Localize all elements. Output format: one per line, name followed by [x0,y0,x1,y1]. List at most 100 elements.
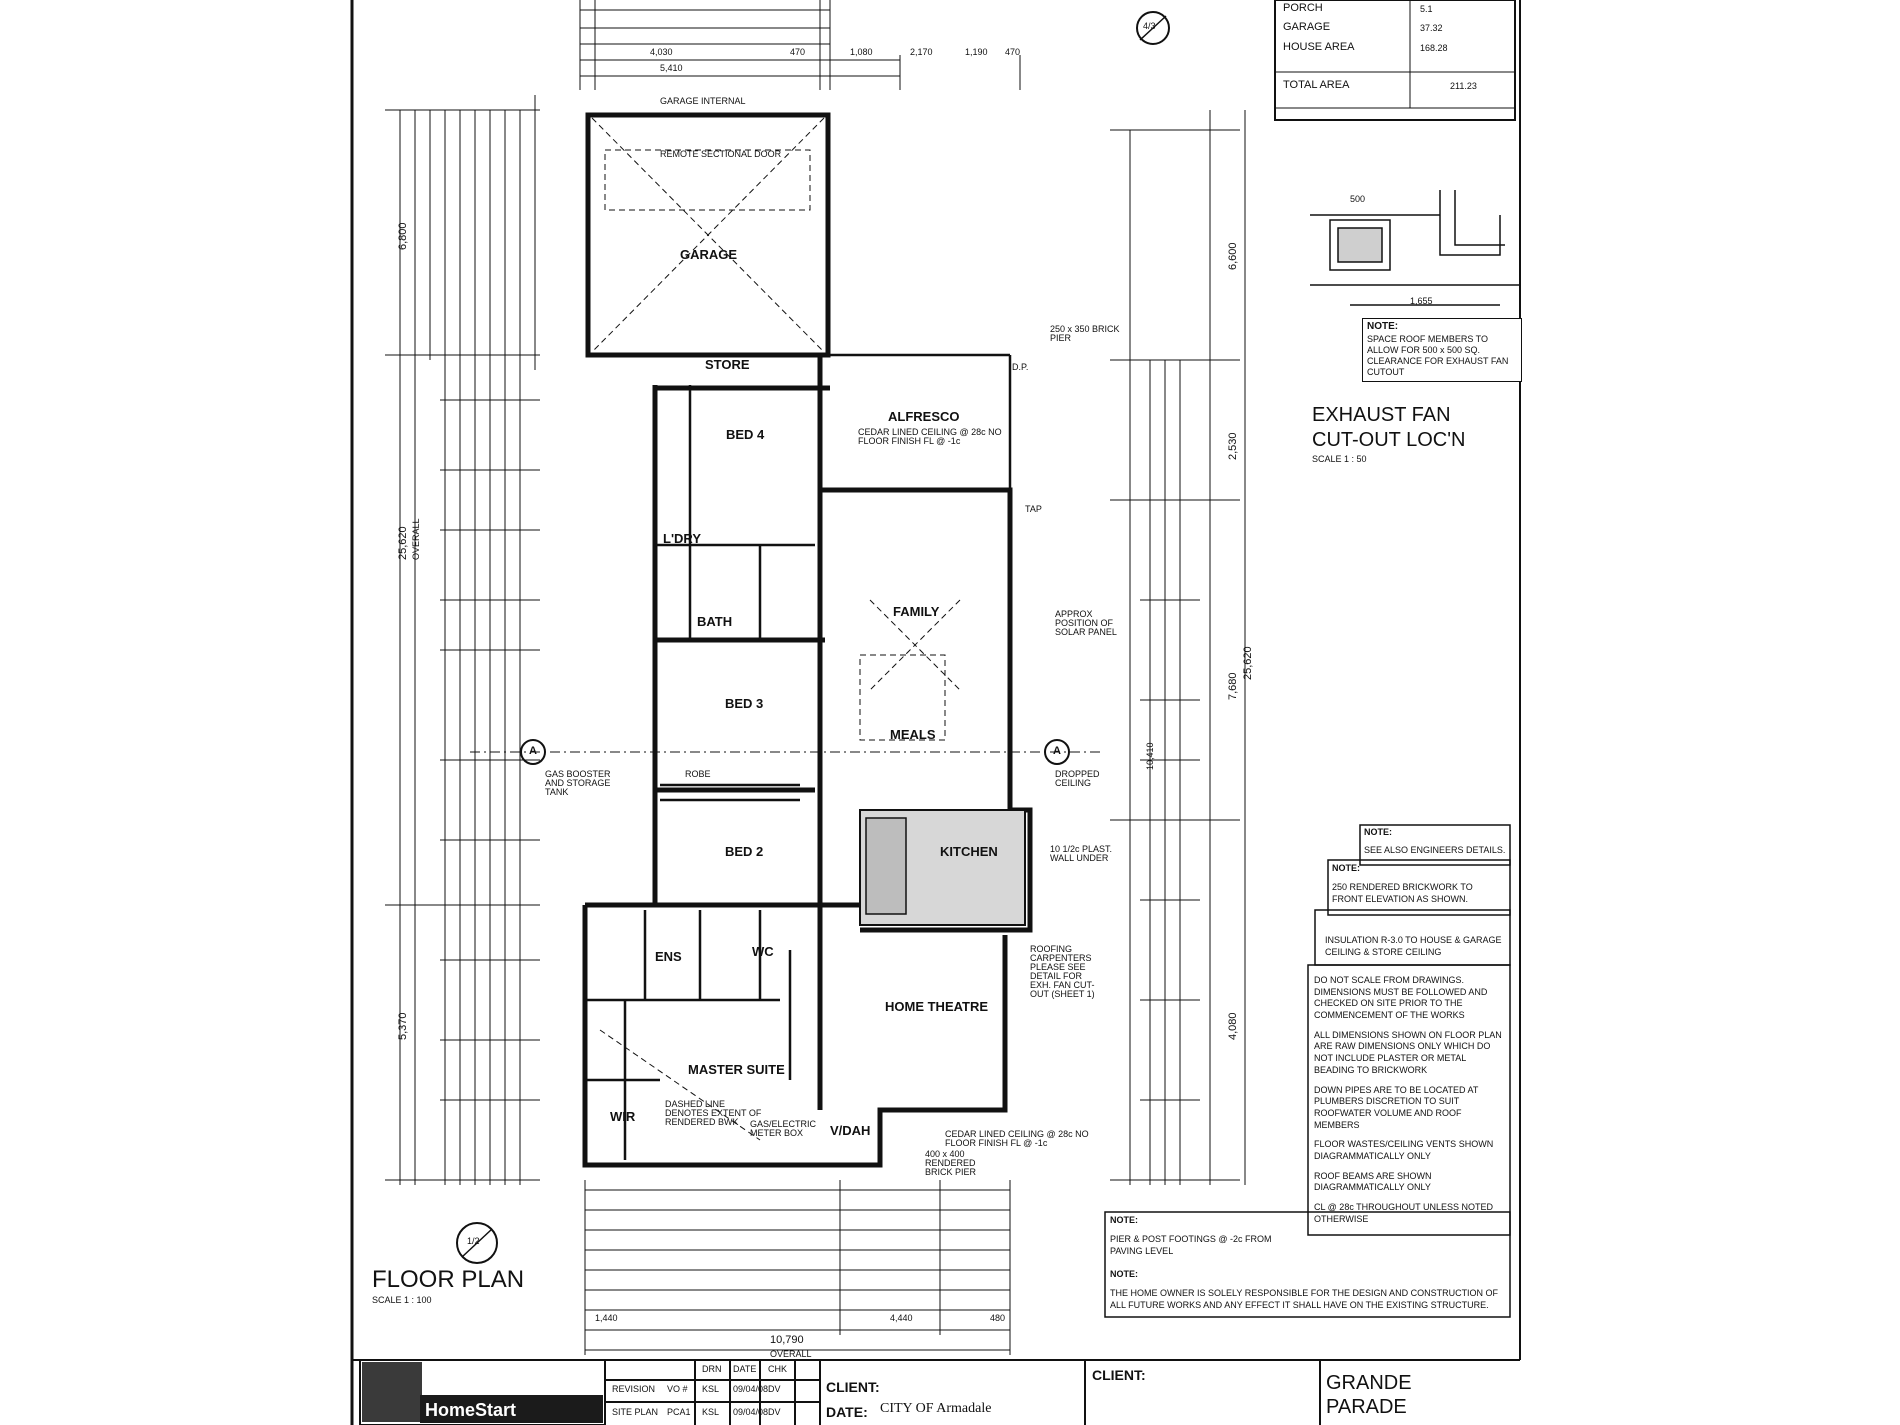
section-marker-right: A [1053,745,1061,757]
dim-top-470: 470 [790,47,806,57]
note2-label: NOTE: [1332,863,1360,873]
room-alfresco: ALFRESCO [888,409,960,424]
area-value-house: 168.28 [1420,43,1448,53]
solar-panel-note: APPROX POSITION OF SOLAR PANEL [1055,609,1117,637]
dim-top-1080: 1,080 [850,47,873,57]
dim-bottom-overall-label: OVERALL [770,1349,812,1359]
exhaust-note-label: NOTE: [1367,321,1399,332]
row-revision-label: REVISION [612,1384,656,1394]
dim-top-5410: 5,410 [660,63,683,73]
dim-left-overall: 25,620 [397,526,409,560]
area-total-label: TOTAL AREA [1283,79,1350,91]
exhaust-title-2: CUT-OUT LOC'N [1312,429,1466,451]
room-bed4: BED 4 [726,427,765,442]
dim-bottom-1440: 1,440 [595,1313,618,1323]
room-garage: GARAGE [680,247,738,262]
exhaust-dim-500: 500 [1350,194,1366,204]
cedar-ceiling-note-2: CEDAR LINED CEILING @ 28c NO FLOOR FINIS… [945,1129,1089,1148]
room-ens: ENS [655,949,682,964]
area-label-porch: PORCH [1283,2,1323,14]
note1-label: NOTE: [1364,827,1392,837]
dim-right-overall: 25,620 [1242,646,1254,680]
area-value-porch: 5.1 [1420,4,1433,14]
dim-top-2170: 2,170 [910,47,933,57]
room-vdah: V/DAH [830,1123,871,1138]
sheet-ref-bottom: 1/2 [467,1236,480,1246]
roofing-note: ROOFING CARPENTERS PLEASE SEE DETAIL FOR… [1030,944,1095,999]
room-home-theatre: HOME THEATRE [885,999,989,1014]
estate-line-1: GRANDE [1326,1372,1412,1394]
general-note-4: FLOOR WASTES/CEILING VENTS SHOWN DIAGRAM… [1314,1139,1494,1161]
gas-meter-note: GAS/ELECTRIC METER BOX [750,1119,817,1138]
note3-text: INSULATION R-3.0 TO HOUSE & GARAGE CEILI… [1325,935,1502,957]
brand-logo: HomeStart [425,1400,517,1420]
sheet-ref-top: 4/3 [1143,21,1156,31]
col-drn: DRN [702,1364,722,1374]
plan-title: FLOOR PLAN [372,1266,525,1293]
brick-pier-note: 250 x 350 BRICK PIER [1050,324,1120,343]
dropped-ceiling-note: DROPPED CEILING [1055,769,1100,788]
dim-bottom-overall: 10,790 [770,1334,804,1346]
dp-label: D.P. [1012,362,1029,372]
dim-bottom-480: 480 [990,1313,1006,1323]
row-revision-drn: KSL [702,1384,720,1394]
row-site-date: 09/04/08 [733,1407,769,1417]
estate-line-2: PARADE [1326,1396,1407,1418]
room-wc: WC [752,944,774,959]
dim-bottom-4440: 4,440 [890,1313,913,1323]
room-store: STORE [705,357,750,372]
exhaust-note-text: SPACE ROOF MEMBERS TO ALLOW FOR 500 x 50… [1367,333,1509,378]
room-bed2: BED 2 [725,844,764,859]
area-label-house: HOUSE AREA [1283,41,1355,53]
general-note-1: DO NOT SCALE FROM DRAWINGS. DIMENSIONS M… [1314,975,1488,1021]
dim-left-5370: 5,370 [397,1012,409,1040]
council-logo: CITY OF Armadale [880,1401,992,1416]
owner-note-label: NOTE: [1110,1269,1138,1279]
row-revision-vo: VO # [667,1384,688,1394]
section-marker-left: A [529,745,537,757]
dim-top-4030: 4,030 [650,47,673,57]
cedar-ceiling-note: CEDAR LINED CEILING @ 28c NO FLOOR FINIS… [858,427,1002,446]
pier-note-text: PIER & POST FOOTINGS @ -2c FROM PAVING L… [1110,1234,1272,1256]
row-revision-date: 09/04/08 [733,1384,769,1394]
plast-wall-note: 10 1/2c PLAST. WALL UNDER [1050,844,1113,863]
exhaust-dim-1655: 1,655 [1410,296,1433,306]
dim-garage-internal: GARAGE INTERNAL [660,96,746,106]
note1-text: SEE ALSO ENGINEERS DETAILS. [1364,845,1506,855]
row-revision-chk: DV [768,1384,781,1394]
client2-label: CLIENT: [1092,1367,1146,1383]
dim-top-470b: 470 [1005,47,1021,57]
room-wir: WIR [610,1109,636,1124]
row-site-chk: DV [768,1407,781,1417]
owner-note-text: THE HOME OWNER IS SOLELY RESPONSIBLE FOR… [1110,1288,1499,1310]
row-site-vo: PCA1 [667,1407,691,1417]
room-family: FAMILY [893,604,940,619]
room-master-suite: MASTER SUITE [688,1062,785,1077]
dim-top-1190: 1,190 [965,47,988,57]
dim-left-6800: 6,800 [397,222,409,250]
plan-scale: SCALE 1 : 100 [372,1295,432,1305]
exhaust-title-1: EXHAUST FAN [1312,404,1451,426]
general-note-6: CL @ 28c THROUGHOUT UNLESS NOTED OTHERWI… [1314,1202,1494,1224]
dim-right-2530: 2,530 [1227,432,1239,460]
col-chk: CHK [768,1364,788,1374]
area-value-garage: 37.32 [1420,23,1443,33]
room-kitchen: KITCHEN [940,844,998,859]
general-note-2: ALL DIMENSIONS SHOWN ON FLOOR PLAN ARE R… [1314,1029,1502,1075]
note2-text: 250 RENDERED BRICKWORK TO FRONT ELEVATIO… [1332,882,1473,904]
general-note-5: ROOF BEAMS ARE SHOWN DIAGRAMMATICALLY ON… [1314,1170,1432,1193]
garage-door-note: REMOTE SECTIONAL DOOR [660,149,782,159]
robe-label: ROBE [685,769,711,779]
general-note-3: DOWN PIPES ARE TO BE LOCATED AT PLUMBERS… [1314,1084,1479,1130]
gas-booster-note: GAS BOOSTER AND STORAGE TANK [545,769,611,797]
room-bed3: BED 3 [725,696,764,711]
dim-right-6600: 6,600 [1227,242,1239,270]
date-label: DATE: [826,1404,868,1420]
exhaust-scale: SCALE 1 : 50 [1312,454,1367,464]
client-label: CLIENT: [826,1379,880,1395]
dim-right-4080: 4,080 [1227,1012,1239,1040]
room-bath: BATH [697,614,733,629]
general-notes-list: DO NOT SCALE FROM DRAWINGS. DIMENSIONS M… [1314,975,1504,1225]
room-meals: MEALS [890,727,936,742]
